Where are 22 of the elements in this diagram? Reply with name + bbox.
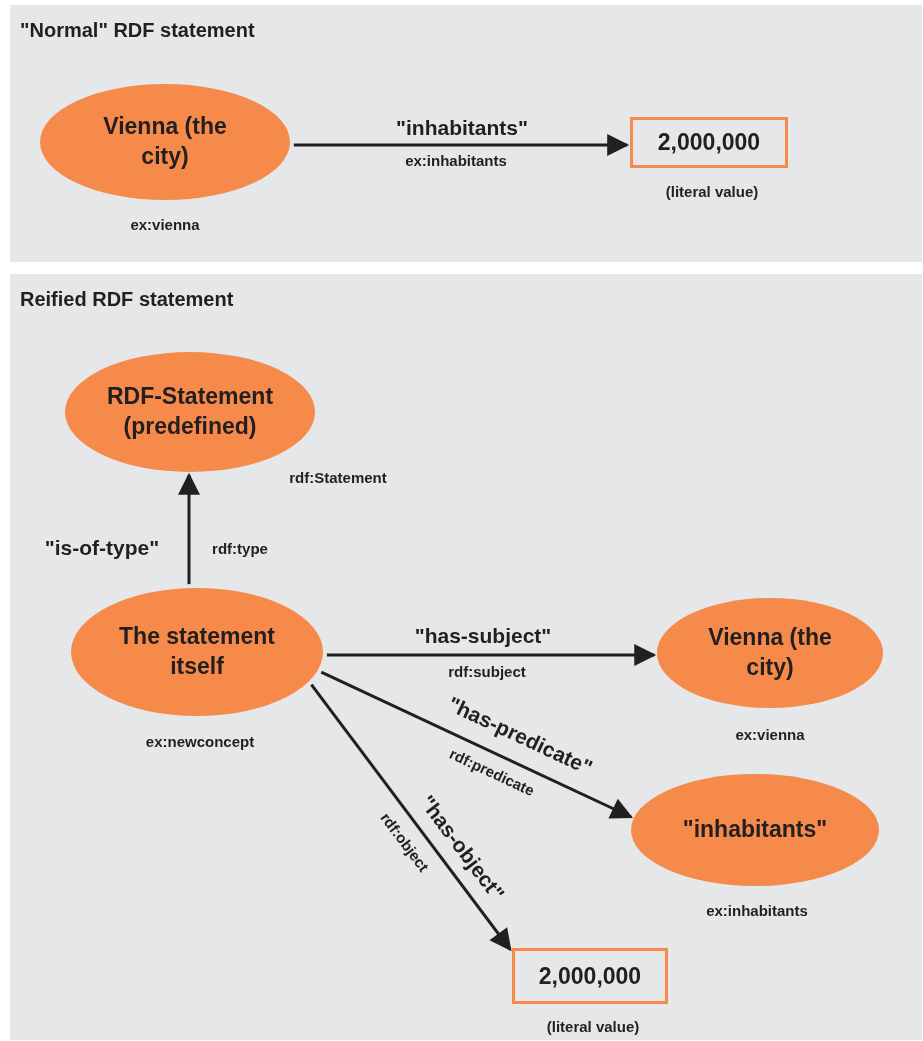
section-heading: "Normal" RDF statement	[20, 19, 255, 42]
property-label: rdf:type	[212, 539, 268, 557]
property-label: rdf:subject	[448, 662, 526, 680]
uri-label: ex:newconcept	[145, 732, 255, 752]
uri-label: (literal value)	[546, 1017, 640, 1035]
arrow	[178, 472, 200, 585]
arrow	[320, 670, 633, 819]
edge-label: "is-of-type"	[44, 536, 160, 560]
edge-label: "has-subject"	[414, 624, 552, 648]
panel	[10, 5, 922, 262]
panel	[10, 274, 922, 1040]
edge-label: "inhabitants"	[396, 116, 528, 140]
arrow	[310, 683, 512, 952]
uri-label: ex:inhabitants	[706, 901, 808, 921]
arrow	[326, 644, 657, 666]
uri-label: rdf:Statement	[289, 468, 387, 488]
arrow	[293, 134, 630, 156]
uri-label: ex:vienna	[735, 725, 805, 745]
uri-label: ex:vienna	[130, 215, 200, 235]
property-label: ex:inhabitants	[405, 151, 507, 169]
section-heading: Reified RDF statement	[20, 288, 234, 311]
uri-label: (literal value)	[665, 182, 759, 200]
